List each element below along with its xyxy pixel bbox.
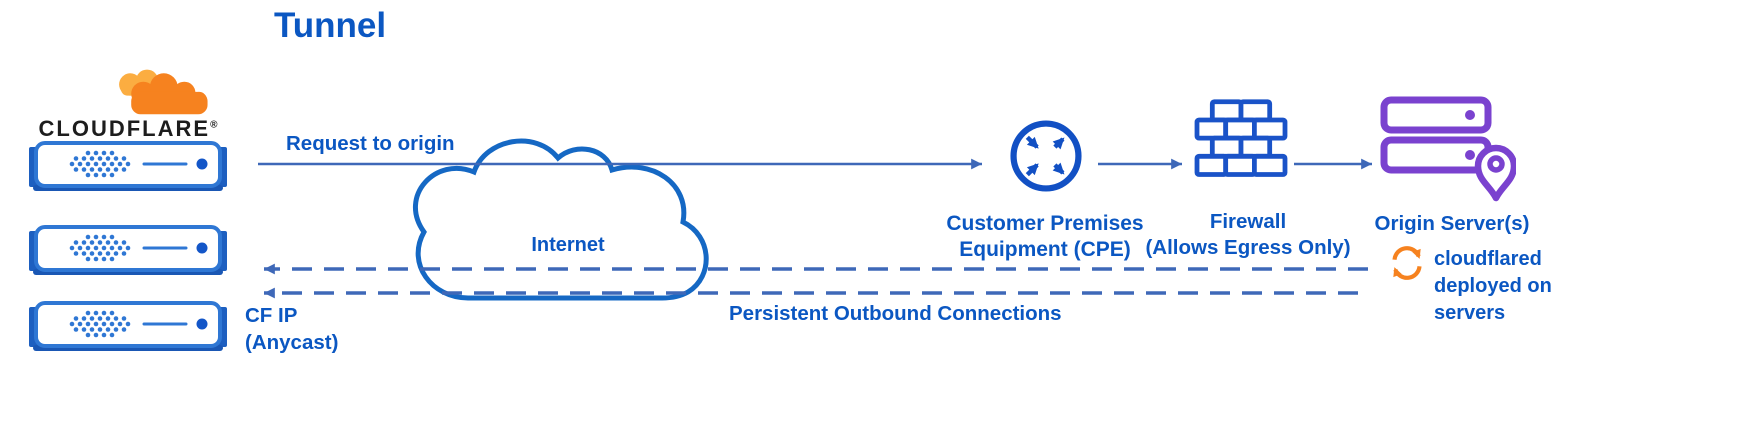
firewall-icon [1194,99,1288,177]
cpe-label: Customer Premises Equipment (CPE) [940,211,1150,264]
registered-mark: ® [210,119,218,131]
internet-cloud-shape [413,138,709,301]
cloudflared-label: cloudflared deployed on servers [1434,248,1552,324]
cloudflare-logo-icon [119,69,208,115]
edge-server-icon [28,224,228,280]
firewall-label: Firewall (Allows Egress Only) [1138,209,1358,260]
cf-ip-label-line1: CF IP [245,304,298,327]
location-pin-icon [1474,144,1516,202]
firewall-label-line2: (Allows Egress Only) [1145,235,1351,259]
firewall-label-line1: Firewall [1209,210,1287,233]
cf-ip-label-line2: (Anycast) [245,330,339,354]
request-label: Request to origin [286,132,455,155]
persistent-connections-label: Persistent Outbound Connections [729,302,1062,325]
cpe-router-icon [1010,120,1082,192]
cpe-label-line1: Customer Premises [946,212,1144,235]
diagram-title: Tunnel [274,6,387,45]
internet-label: Internet [531,234,605,256]
brand-name: CLOUDFLARE [38,116,211,141]
edge-server-icon [28,300,228,356]
cloudflared-sync-icon [1392,246,1422,280]
edge-server-icon [28,140,228,196]
cpe-label-line2: Equipment (CPE) [959,238,1131,262]
origin-servers-icon [1380,96,1516,202]
origin-label: Origin Server(s) [1374,212,1530,235]
brand-wordmark: CLOUDFLARE® [28,116,228,142]
cf-ip-label: CF IP (Anycast) [245,303,338,356]
